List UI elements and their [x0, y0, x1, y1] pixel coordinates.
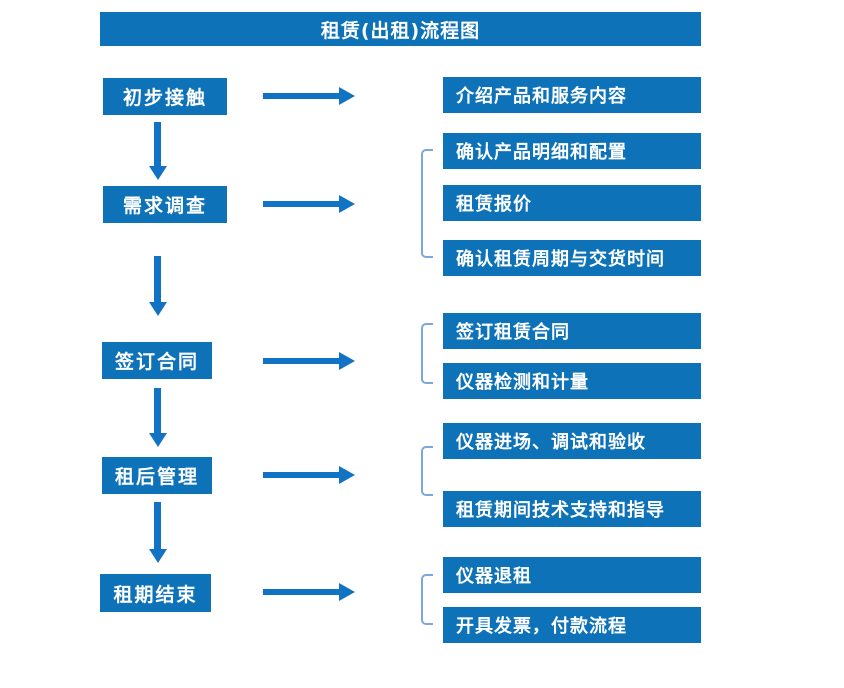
- detail-box-confirm-period: 确认租赁周期与交货时间: [443, 240, 701, 276]
- step-box-lease-end: 租期结束: [100, 574, 211, 612]
- detail-box-introduce-products: 介绍产品和服务内容: [443, 77, 701, 113]
- detail-box-rental-quote: 租赁报价: [443, 185, 701, 221]
- down-arrow-icon-2: [154, 256, 161, 302]
- down-arrow-icon-1: [154, 122, 161, 166]
- group-bracket-demand-survey: [421, 149, 433, 258]
- detail-box-technical-support: 租赁期间技术支持和指导: [443, 491, 701, 527]
- group-bracket-lease-end: [421, 574, 433, 625]
- group-bracket-sign-contract: [421, 323, 433, 384]
- detail-box-instrument-entry: 仪器进场、调试和验收: [443, 423, 701, 459]
- step-box-initial-contact: 初步接触: [103, 78, 227, 115]
- detail-box-confirm-details: 确认产品明细和配置: [443, 133, 701, 169]
- step-box-sign-contract: 签订合同: [102, 342, 212, 379]
- flowchart-title: 租赁(出租)流程图: [100, 12, 701, 46]
- group-bracket-post-rental: [421, 446, 433, 496]
- step-box-demand-survey: 需求调查: [103, 186, 227, 223]
- right-arrow-icon-2: [263, 201, 339, 207]
- down-arrow-icon-3: [154, 388, 161, 433]
- detail-box-sign-rental-contract: 签订租赁合同: [443, 313, 701, 349]
- down-arrow-icon-4: [154, 502, 161, 549]
- right-arrow-icon-1: [263, 93, 339, 99]
- step-box-post-rental-management: 租后管理: [102, 457, 212, 494]
- detail-box-instrument-return: 仪器退租: [443, 557, 701, 593]
- right-arrow-icon-3: [263, 358, 339, 364]
- detail-box-instrument-testing: 仪器检测和计量: [443, 363, 701, 399]
- right-arrow-icon-4: [263, 472, 339, 478]
- detail-box-invoice-payment: 开具发票，付款流程: [443, 607, 701, 643]
- right-arrow-icon-5: [263, 589, 339, 595]
